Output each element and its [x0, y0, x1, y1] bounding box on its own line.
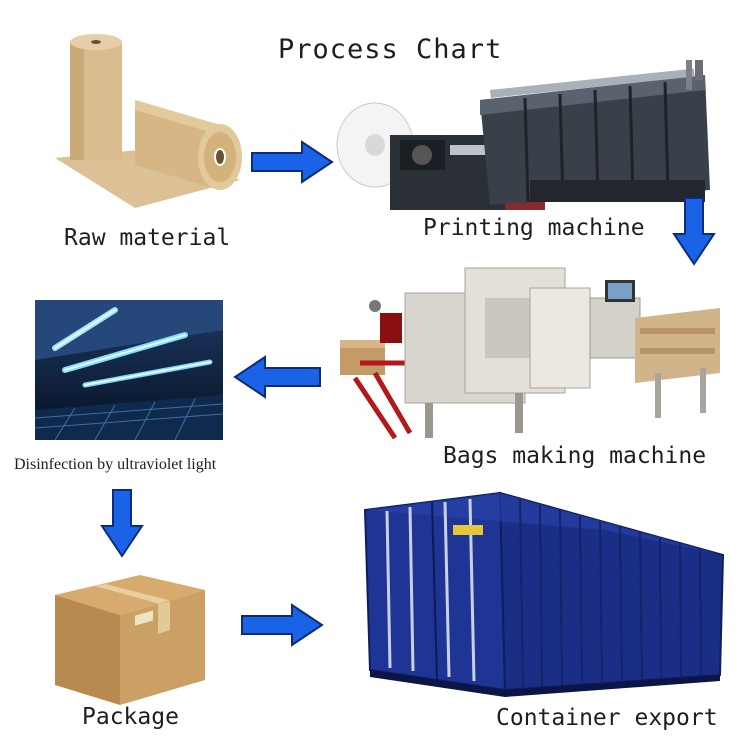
uv-disinfection-image [35, 300, 223, 440]
step-label-disinfection: Disinfection by ultraviolet light [14, 456, 217, 473]
arrow-down-icon [672, 196, 716, 266]
raw-material-image [40, 30, 250, 215]
arrow-left-icon [232, 355, 322, 399]
chart-title: Process Chart [278, 34, 503, 65]
step-label-raw-material: Raw material [64, 225, 231, 251]
arrow-right-icon [240, 603, 325, 647]
step-label-package: Package [82, 704, 179, 730]
step-label-printing-machine: Printing machine [423, 215, 645, 241]
step-label-container-export: Container export [496, 705, 718, 731]
step-label-bags-making-machine: Bags making machine [443, 443, 707, 469]
package-image [50, 560, 210, 710]
arrow-right-icon [250, 140, 335, 184]
bags-making-machine-image [335, 258, 725, 443]
container-image [355, 485, 730, 700]
arrow-down-icon [100, 488, 144, 558]
printing-machine-image [330, 60, 720, 215]
